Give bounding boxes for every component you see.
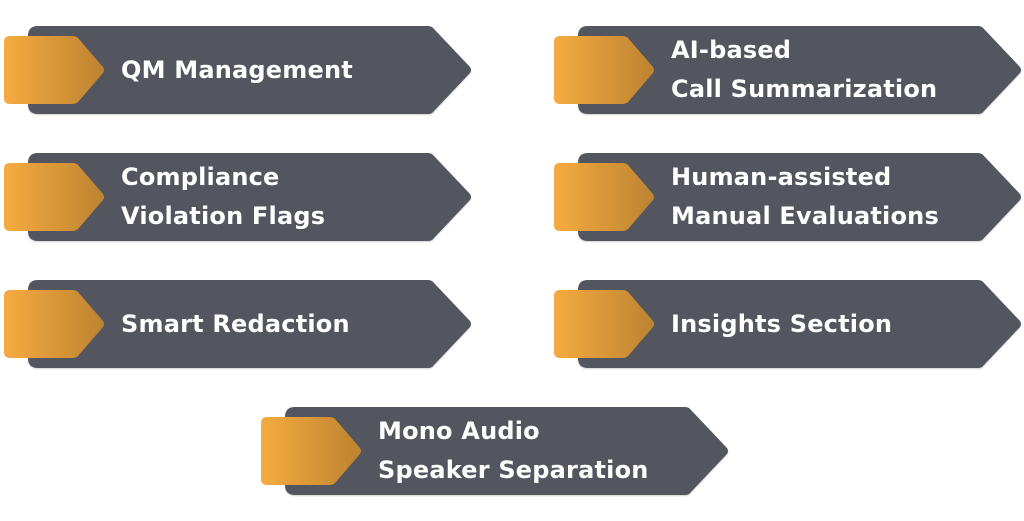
feature-label: Compliance Violation Flags	[121, 152, 325, 242]
feature-banner-human-assisted-evaluations: Human-assisted Manual Evaluations	[550, 152, 1022, 242]
tab-arrow-icon	[554, 290, 654, 358]
tab-arrow-icon	[554, 163, 654, 231]
feature-label-line: Compliance	[121, 163, 280, 191]
arrow-banner-shape	[4, 153, 471, 241]
feature-label-line: Manual Evaluations	[671, 202, 939, 230]
feature-label: AI-based Call Summarization	[671, 25, 937, 115]
feature-label-line: Speaker Separation	[378, 456, 649, 484]
arrow-banner-shape	[261, 407, 728, 495]
banner-body	[578, 26, 1021, 114]
feature-label-line: Call Summarization	[671, 75, 938, 103]
banner-body	[285, 407, 728, 495]
arrow-banner-shape	[4, 26, 471, 114]
feature-label-line: Mono Audio	[378, 417, 540, 445]
feature-label: Smart Redaction	[121, 279, 350, 369]
feature-banner-insights-section: Insights Section	[550, 279, 1022, 369]
feature-label-line: Violation Flags	[121, 202, 326, 230]
feature-label-line: Human-assisted	[671, 163, 892, 191]
feature-label-line: Smart Redaction	[121, 309, 350, 338]
feature-label: QM Management	[121, 25, 353, 115]
feature-banner-ai-call-summarization: AI-based Call Summarization	[550, 25, 1022, 115]
tab-arrow-icon	[554, 36, 654, 104]
feature-banner-qm-management: QM Management	[0, 25, 472, 115]
banner-body	[28, 153, 471, 241]
arrow-banner-shape	[554, 280, 1021, 368]
feature-label-line: AI-based	[671, 36, 792, 64]
feature-banner-mono-audio-speaker-separation: Mono Audio Speaker Separation	[257, 406, 729, 496]
feature-label-line: Insights Section	[671, 309, 893, 338]
banner-body	[28, 280, 471, 368]
banner-body	[578, 153, 1021, 241]
feature-label: Insights Section	[671, 279, 892, 369]
feature-label-line: QM Management	[121, 55, 353, 84]
tab-arrow-icon	[4, 290, 104, 358]
tab-arrow-icon	[4, 36, 104, 104]
tab-arrow-icon	[261, 417, 361, 485]
banner-body	[578, 280, 1021, 368]
banner-body	[28, 26, 471, 114]
arrow-banner-shape	[554, 26, 1021, 114]
feature-label: Human-assisted Manual Evaluations	[671, 152, 939, 242]
tab-arrow-icon	[4, 163, 104, 231]
feature-label: Mono Audio Speaker Separation	[378, 406, 649, 496]
feature-banner-compliance-violation-flags: Compliance Violation Flags	[0, 152, 472, 242]
arrow-banner-shape	[4, 280, 471, 368]
arrow-banner-shape	[554, 153, 1021, 241]
feature-banner-smart-redaction: Smart Redaction	[0, 279, 472, 369]
